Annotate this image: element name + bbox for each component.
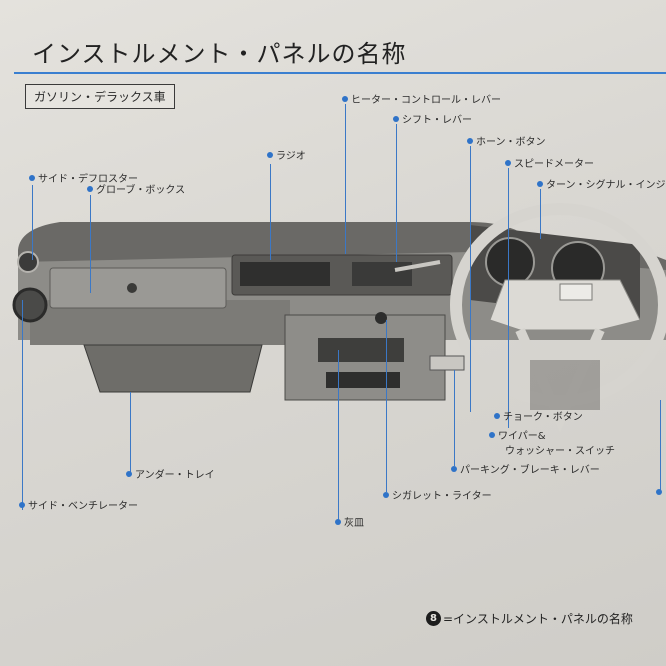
label-cigarette-lighter: シガレット・ライター bbox=[383, 487, 492, 502]
leader-heater bbox=[345, 104, 346, 254]
cigarette-lighter-shape bbox=[375, 312, 387, 324]
bullet-dot bbox=[537, 180, 543, 187]
title-underline bbox=[14, 72, 666, 74]
label-ashtray: 灰皿 bbox=[335, 514, 364, 529]
page-footer: 8=インストルメント・パネルの名称 bbox=[426, 610, 633, 627]
dash-lower-left bbox=[30, 300, 290, 345]
glove-box-lock bbox=[127, 283, 137, 293]
leader-shift bbox=[396, 124, 397, 262]
label-turn-signal-indicator: ターン・シグナル・インジケーター bbox=[537, 176, 666, 191]
bullet-dot bbox=[494, 412, 500, 419]
model-label: ガソリン・デラックス車 bbox=[25, 84, 175, 109]
label-wiper-washer-switch: ワイパー& bbox=[489, 427, 546, 442]
footer-text: =インストルメント・パネルの名称 bbox=[443, 612, 633, 626]
label-parking-brake-lever: パーキング・ブレーキ・レバー bbox=[451, 461, 600, 476]
label-under-tray: アンダー・トレイ bbox=[126, 466, 215, 481]
label-side-defroster: サイド・デフロスター bbox=[29, 170, 138, 185]
leader-turn-signal bbox=[540, 189, 541, 239]
label-radio: ラジオ bbox=[267, 147, 306, 162]
heater-panel bbox=[352, 262, 412, 286]
label-choke-button: チョーク・ボタン bbox=[494, 408, 583, 423]
radio-unit bbox=[240, 262, 330, 286]
bullet-dot bbox=[505, 159, 511, 166]
leader-lighter bbox=[386, 320, 387, 492]
leader-side-vent bbox=[22, 300, 23, 510]
leader-under-tray bbox=[130, 392, 131, 474]
label-side-ventilator: サイド・ベンチレーター bbox=[19, 497, 138, 512]
side-vent bbox=[12, 287, 48, 323]
bullet-dot bbox=[489, 431, 495, 438]
leader-defroster bbox=[32, 185, 33, 260]
gauge-left bbox=[485, 237, 535, 287]
page-title: インストルメント・パネルの名称 bbox=[32, 40, 407, 68]
bullet-dot bbox=[656, 489, 662, 495]
leader-glovebox bbox=[90, 195, 91, 293]
page-number-badge: 8 bbox=[426, 611, 441, 626]
side-defroster-vent bbox=[17, 251, 39, 273]
bullet-dot bbox=[342, 95, 348, 102]
shift-lever-shape bbox=[394, 260, 441, 272]
bullet-dot bbox=[29, 174, 35, 181]
bullet-dot bbox=[87, 185, 93, 192]
horn-pad bbox=[559, 283, 593, 301]
glove-box-panel bbox=[49, 267, 227, 309]
parking-brake-handle bbox=[429, 355, 465, 371]
leader-speedometer bbox=[508, 168, 509, 428]
steering-column bbox=[530, 360, 600, 410]
label-shift-lever: シフト・レバー bbox=[393, 111, 472, 126]
center-vent-shape bbox=[326, 372, 400, 388]
bullet-dot bbox=[335, 518, 341, 525]
label-speedometer: スピードメーター bbox=[505, 155, 594, 170]
leader-right-edge bbox=[660, 400, 661, 492]
label-glove-box: グローブ・ボックス bbox=[87, 181, 185, 196]
bullet-dot bbox=[393, 115, 399, 122]
bullet-dot bbox=[126, 470, 132, 477]
label-heater-control-lever: ヒーター・コントロール・レバー bbox=[342, 91, 501, 106]
ashtray-shape bbox=[318, 338, 404, 362]
leader-ashtray bbox=[338, 350, 339, 520]
label-wiper-washer-switch-line2: ウォッシャー・スイッチ bbox=[505, 446, 615, 457]
bullet-dot bbox=[467, 137, 473, 144]
leader-horn bbox=[470, 146, 471, 412]
leader-radio bbox=[270, 164, 271, 260]
bullet-dot bbox=[267, 151, 273, 158]
under-tray-shape bbox=[83, 344, 263, 393]
label-right-edge-bullet bbox=[656, 487, 665, 498]
leader-parking-brake bbox=[454, 370, 455, 466]
label-horn-button: ホーン・ボタン bbox=[467, 133, 546, 148]
bullet-dot bbox=[19, 501, 25, 508]
bullet-dot bbox=[383, 491, 389, 498]
bullet-dot bbox=[451, 465, 457, 472]
